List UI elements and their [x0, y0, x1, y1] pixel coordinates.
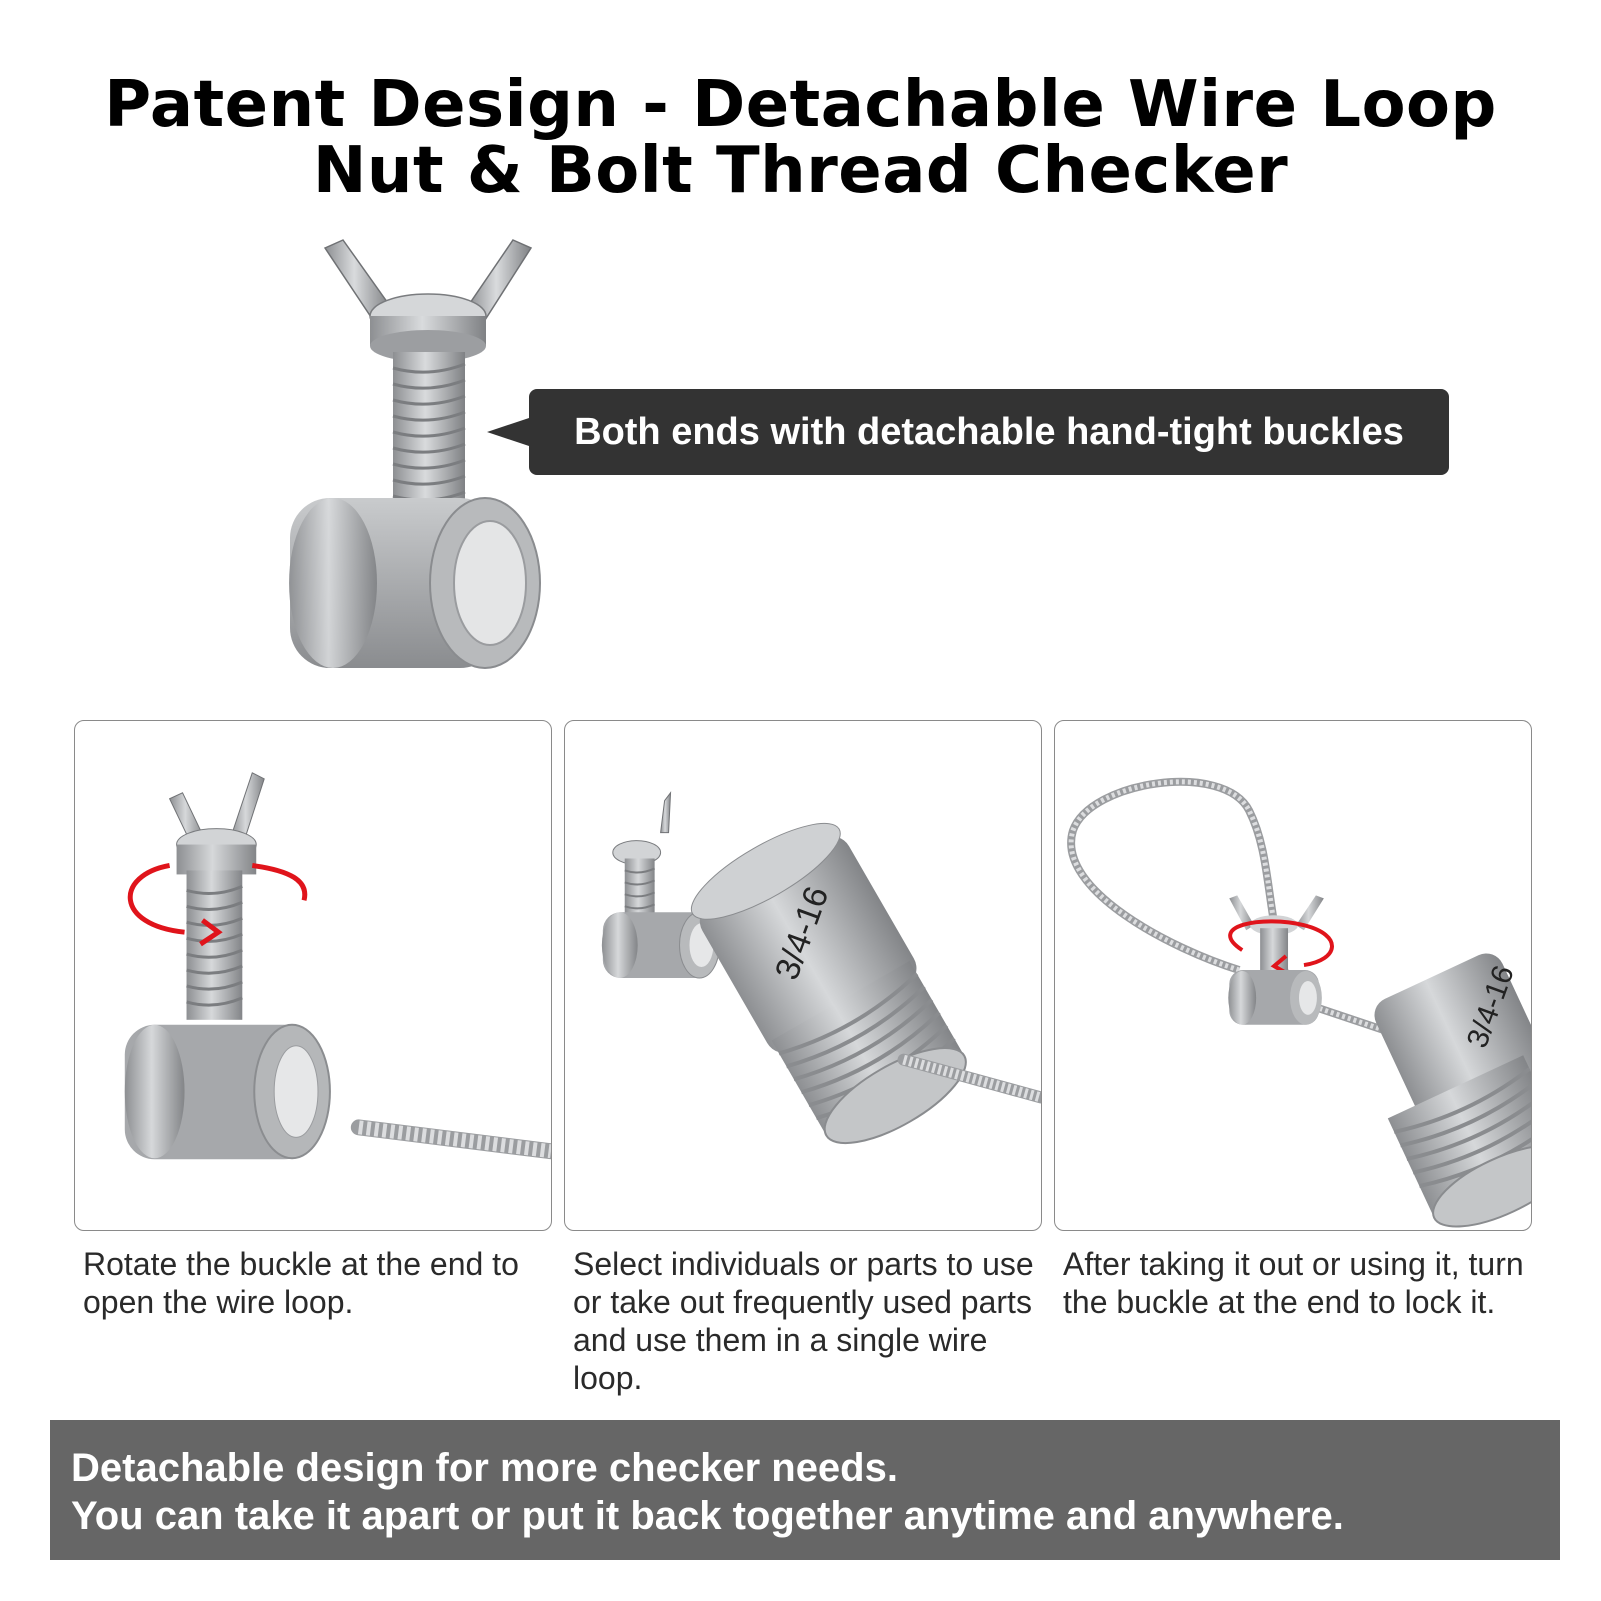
- hero-buckle-image: [285, 228, 555, 708]
- rotation-arrow-icon: [127, 862, 308, 947]
- step-panel-3: 3/4-16: [1054, 720, 1532, 1231]
- banner-line-2: You can take it apart or put it back tog…: [71, 1494, 1344, 1538]
- step-caption-2: Select individuals or parts to use or ta…: [573, 1246, 1034, 1396]
- banner-line-1: Detachable design for more checker needs…: [71, 1446, 898, 1490]
- callout-label: Both ends with detachable hand-tight buc…: [529, 389, 1449, 475]
- select-parts-illustration: 3/4-16: [601, 791, 1041, 1145]
- wing-buckle-illustration: [289, 239, 541, 669]
- step-caption-3: After taking it out or using it, turn th…: [1063, 1246, 1524, 1320]
- wire-loop: [1067, 778, 1531, 1084]
- step-caption-1: Rotate the buckle at the end to open the…: [83, 1246, 519, 1320]
- bottom-banner: Detachable design for more checker needs…: [50, 1420, 1560, 1560]
- title-line-2: Nut & Bolt Thread Checker: [312, 134, 1289, 208]
- callout-pointer: [487, 418, 529, 446]
- thread-lines: [392, 362, 466, 502]
- wire-cable: [350, 1119, 551, 1160]
- title-line-1: Patent Design - Detachable Wire Loop: [104, 68, 1497, 142]
- lock-buckle-illustration: 3/4-16: [1067, 778, 1531, 1228]
- page-title: Patent Design - Detachable Wire Loop Nut…: [0, 72, 1601, 204]
- rotate-buckle-illustration: [124, 772, 551, 1160]
- step-panel-1: [74, 720, 552, 1231]
- step-panel-2: 3/4-16: [564, 720, 1042, 1231]
